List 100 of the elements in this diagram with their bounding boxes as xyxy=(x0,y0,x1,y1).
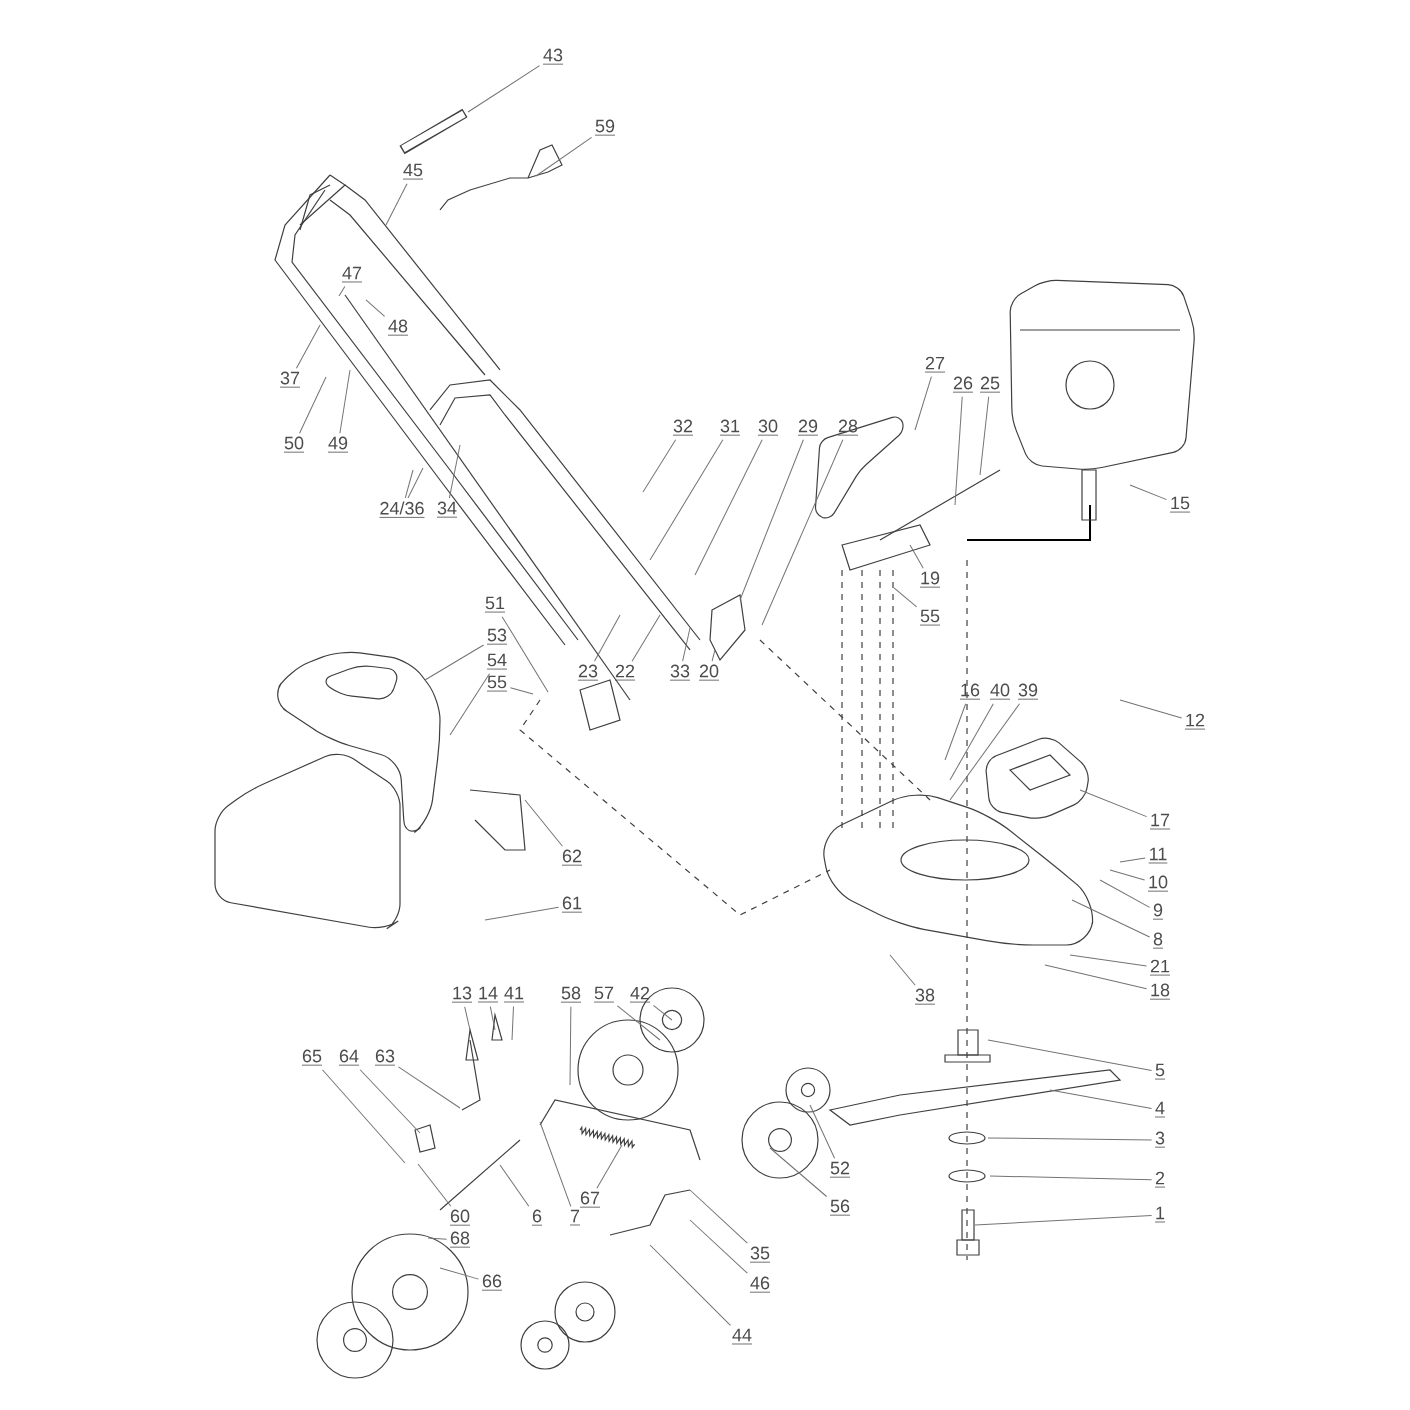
callout-number: 52 xyxy=(829,1161,851,1178)
leader-line xyxy=(649,439,724,561)
callout-number: 53 xyxy=(486,628,508,645)
leader-line xyxy=(989,1175,1153,1181)
callout-number: 38 xyxy=(914,988,936,1005)
leader-line xyxy=(467,65,541,113)
callout-number: 19 xyxy=(919,571,941,588)
leader-line xyxy=(809,1104,836,1159)
leader-line xyxy=(954,396,963,506)
callout-number: 46 xyxy=(749,1276,771,1293)
callout-number: 48 xyxy=(387,319,409,336)
callout-number: 33 xyxy=(669,664,691,681)
leader-line xyxy=(649,1244,731,1326)
leader-line xyxy=(631,614,661,662)
callout-number: 35 xyxy=(749,1246,771,1263)
leader-line xyxy=(1079,789,1148,818)
callout-number: 65 xyxy=(301,1049,323,1066)
leader-line xyxy=(1049,1089,1153,1109)
callout-number: 59 xyxy=(594,119,616,136)
leader-line xyxy=(539,1121,572,1207)
leader-line xyxy=(407,467,424,499)
leader-line xyxy=(569,1006,572,1086)
leader-line xyxy=(694,439,763,576)
callout-number: 21 xyxy=(1149,959,1171,976)
leader-line xyxy=(949,703,994,781)
leader-line xyxy=(499,1164,530,1207)
leader-line xyxy=(739,439,804,601)
callout-number: 47 xyxy=(341,266,363,283)
callout-number: 10 xyxy=(1147,875,1169,892)
callout-number: 61 xyxy=(561,896,583,913)
leader-line xyxy=(295,324,321,369)
callout-number: 55 xyxy=(486,675,508,692)
callout-number: 27 xyxy=(924,356,946,373)
callout-number: 18 xyxy=(1149,983,1171,1000)
callout-number: 39 xyxy=(1017,683,1039,700)
callout-number: 44 xyxy=(731,1328,753,1345)
callout-number: 26 xyxy=(952,376,974,393)
callout-number: 68 xyxy=(449,1231,471,1248)
leader-line xyxy=(511,1006,514,1041)
leader-line xyxy=(501,616,549,693)
leader-line xyxy=(944,703,967,761)
leader-line xyxy=(987,1039,1153,1071)
leader-line xyxy=(417,1163,452,1207)
callout-number: 22 xyxy=(614,664,636,681)
leader-line xyxy=(979,396,990,476)
leader-line xyxy=(974,1214,1153,1226)
leader-line xyxy=(893,587,918,608)
leader-line xyxy=(427,1237,448,1240)
callout-number: 8 xyxy=(1152,932,1164,949)
callout-number: 41 xyxy=(503,986,525,1003)
callout-number: 40 xyxy=(989,683,1011,700)
callout-number: 5 xyxy=(1154,1063,1166,1080)
leader-line xyxy=(711,649,716,662)
leader-line xyxy=(397,1066,461,1109)
leader-line xyxy=(1071,899,1151,938)
leader-line xyxy=(535,136,593,177)
leader-line xyxy=(1129,484,1168,501)
callout-number: 25 xyxy=(979,376,1001,393)
callout-number: 4 xyxy=(1154,1101,1166,1118)
callout-number: 43 xyxy=(542,48,564,65)
callout-number: 14 xyxy=(477,986,499,1003)
callout-number: 67 xyxy=(579,1191,601,1208)
callout-number: 34 xyxy=(436,501,458,518)
leader-line xyxy=(889,954,916,986)
callout-number: 45 xyxy=(402,163,424,180)
leader-line xyxy=(914,376,932,431)
callout-number: 29 xyxy=(797,419,819,436)
callout-number: 28 xyxy=(837,419,859,436)
leader-line xyxy=(1069,954,1148,967)
leader-line xyxy=(616,1005,661,1041)
leader-line xyxy=(1119,699,1183,719)
callout-number: 13 xyxy=(451,986,473,1003)
leader-line xyxy=(1044,964,1148,990)
leader-line xyxy=(909,544,924,569)
callout-number: 17 xyxy=(1149,813,1171,830)
callout-number: 50 xyxy=(283,436,305,453)
callout-number: 1 xyxy=(1154,1206,1166,1223)
leader-line xyxy=(509,687,534,695)
leader-line xyxy=(448,444,461,499)
callout-number: 16 xyxy=(959,683,981,700)
leader-line xyxy=(524,799,563,847)
callout-number: 63 xyxy=(374,1049,396,1066)
leader-line xyxy=(484,906,560,921)
leader-line xyxy=(359,1069,421,1134)
callout-number: 30 xyxy=(757,419,779,436)
callout-number: 23 xyxy=(577,664,599,681)
callout-number: 55 xyxy=(919,609,941,626)
leader-line xyxy=(689,1219,748,1274)
leader-line xyxy=(464,1006,471,1031)
leader-line xyxy=(449,673,490,736)
callout-number: 24/36 xyxy=(379,501,425,518)
leader-line xyxy=(338,286,346,297)
callout-number: 11 xyxy=(1148,847,1168,864)
callout-number: 60 xyxy=(449,1209,471,1226)
callout-number: 37 xyxy=(279,371,301,388)
leader-line xyxy=(404,469,414,499)
leader-line xyxy=(1119,857,1146,863)
leader-line xyxy=(761,439,844,626)
callout-number: 49 xyxy=(327,436,349,453)
leader-line xyxy=(682,627,691,662)
